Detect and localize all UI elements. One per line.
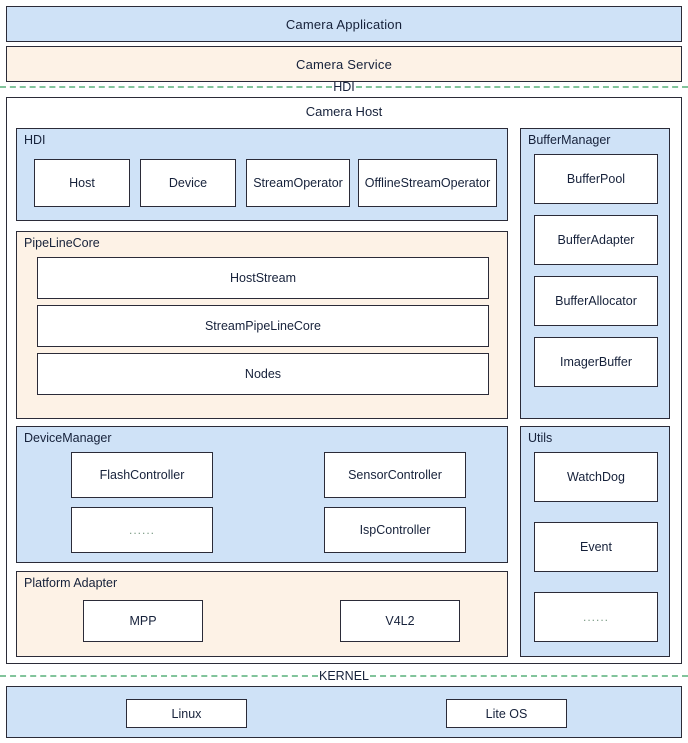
node-linux[interactable]: Linux	[126, 699, 247, 728]
layer-camera-service[interactable]: Camera Service	[6, 46, 682, 82]
group-utils-title: Utils	[528, 431, 553, 445]
layer-camera-application-label: Camera Application	[285, 16, 403, 32]
node-sensor-controller[interactable]: SensorController	[324, 452, 466, 498]
camera-host-container: Camera Host HDI Host Device StreamOperat…	[6, 97, 682, 664]
group-pipeline-core: PipeLineCore HostStream StreamPipeLineCo…	[16, 231, 508, 419]
node-device[interactable]: Device	[140, 159, 236, 207]
group-device-manager-title: DeviceManager	[24, 431, 112, 445]
node-host-stream[interactable]: HostStream	[37, 257, 489, 299]
separator-kernel-line-right	[370, 675, 688, 677]
node-flash-controller[interactable]: FlashController	[71, 452, 213, 498]
node-imager-buffer[interactable]: ImagerBuffer	[534, 337, 658, 387]
separator-kernel: KERNEL	[0, 668, 688, 684]
group-buffer-manager: BufferManager BufferPool BufferAdapter B…	[520, 128, 670, 419]
node-isp-controller[interactable]: IspController	[324, 507, 466, 553]
node-device-manager-more[interactable]: ......	[71, 507, 213, 553]
group-hdi: HDI Host Device StreamOperator OfflineSt…	[16, 128, 508, 221]
layer-kernel: Linux Lite OS	[6, 686, 682, 738]
group-pipeline-core-title: PipeLineCore	[24, 236, 100, 250]
separator-hdi-line-left	[0, 86, 333, 88]
node-buffer-adapter[interactable]: BufferAdapter	[534, 215, 658, 265]
group-utils: Utils WatchDog Event ......	[520, 426, 670, 657]
group-platform-adapter-title: Platform Adapter	[24, 576, 118, 590]
node-buffer-pool[interactable]: BufferPool	[534, 154, 658, 204]
node-lite-os[interactable]: Lite OS	[446, 699, 567, 728]
layer-camera-service-label: Camera Service	[296, 56, 392, 72]
group-hdi-title: HDI	[24, 133, 46, 147]
node-host[interactable]: Host	[34, 159, 130, 207]
node-utils-more[interactable]: ......	[534, 592, 658, 642]
camera-host-title: Camera Host	[305, 104, 383, 119]
node-event[interactable]: Event	[534, 522, 658, 572]
separator-kernel-label: KERNEL	[318, 669, 370, 683]
node-watchdog[interactable]: WatchDog	[534, 452, 658, 502]
node-nodes[interactable]: Nodes	[37, 353, 489, 395]
separator-kernel-line-left	[0, 675, 318, 677]
separator-hdi: HDI	[0, 79, 688, 95]
node-stream-pipeline-core[interactable]: StreamPipeLineCore	[37, 305, 489, 347]
separator-hdi-line-right	[355, 86, 688, 88]
group-buffer-manager-title: BufferManager	[528, 133, 611, 147]
separator-hdi-label: HDI	[333, 80, 355, 94]
layer-camera-application[interactable]: Camera Application	[6, 6, 682, 42]
group-device-manager: DeviceManager FlashController SensorCont…	[16, 426, 508, 563]
node-buffer-allocator[interactable]: BufferAllocator	[534, 276, 658, 326]
node-stream-operator[interactable]: StreamOperator	[246, 159, 350, 207]
group-platform-adapter: Platform Adapter MPP V4L2	[16, 571, 508, 657]
node-offline-stream-operator[interactable]: OfflineStreamOperator	[358, 159, 497, 207]
node-mpp[interactable]: MPP	[83, 600, 203, 642]
node-v4l2[interactable]: V4L2	[340, 600, 460, 642]
